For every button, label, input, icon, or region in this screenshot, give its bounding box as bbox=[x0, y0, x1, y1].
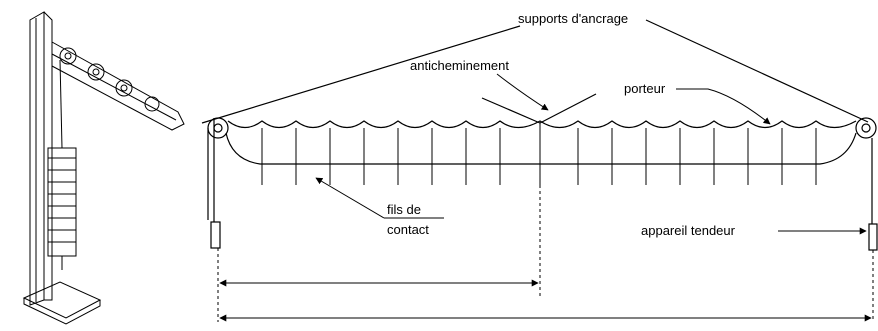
fils-leader bbox=[315, 177, 385, 219]
fils-label-line2: contact bbox=[387, 222, 429, 237]
anticheminement-label: anticheminement bbox=[410, 58, 509, 73]
pulley-icon bbox=[855, 117, 877, 139]
messenger-wire bbox=[227, 120, 857, 129]
pulley-icon bbox=[207, 117, 229, 139]
dimension-extensions bbox=[217, 185, 874, 322]
contact-wire bbox=[225, 132, 857, 165]
tensioner-box-left bbox=[210, 221, 221, 249]
porteur-leader bbox=[676, 88, 771, 125]
fils-label-line1: fils de bbox=[387, 202, 421, 217]
droppers bbox=[261, 123, 817, 185]
anticheminement-v bbox=[481, 93, 597, 124]
supports-label: supports d'ancrage bbox=[518, 11, 628, 26]
anchor-support-lines bbox=[201, 19, 869, 124]
tensioner-box-right bbox=[868, 223, 878, 251]
tendeur-label: appareil tendeur bbox=[641, 223, 736, 238]
pulley-right bbox=[855, 117, 878, 251]
porteur-label: porteur bbox=[624, 81, 666, 96]
tensioning-weight-stack-illustration bbox=[22, 11, 185, 325]
pulley-left bbox=[207, 117, 229, 249]
anticheminement-leader bbox=[496, 73, 549, 111]
